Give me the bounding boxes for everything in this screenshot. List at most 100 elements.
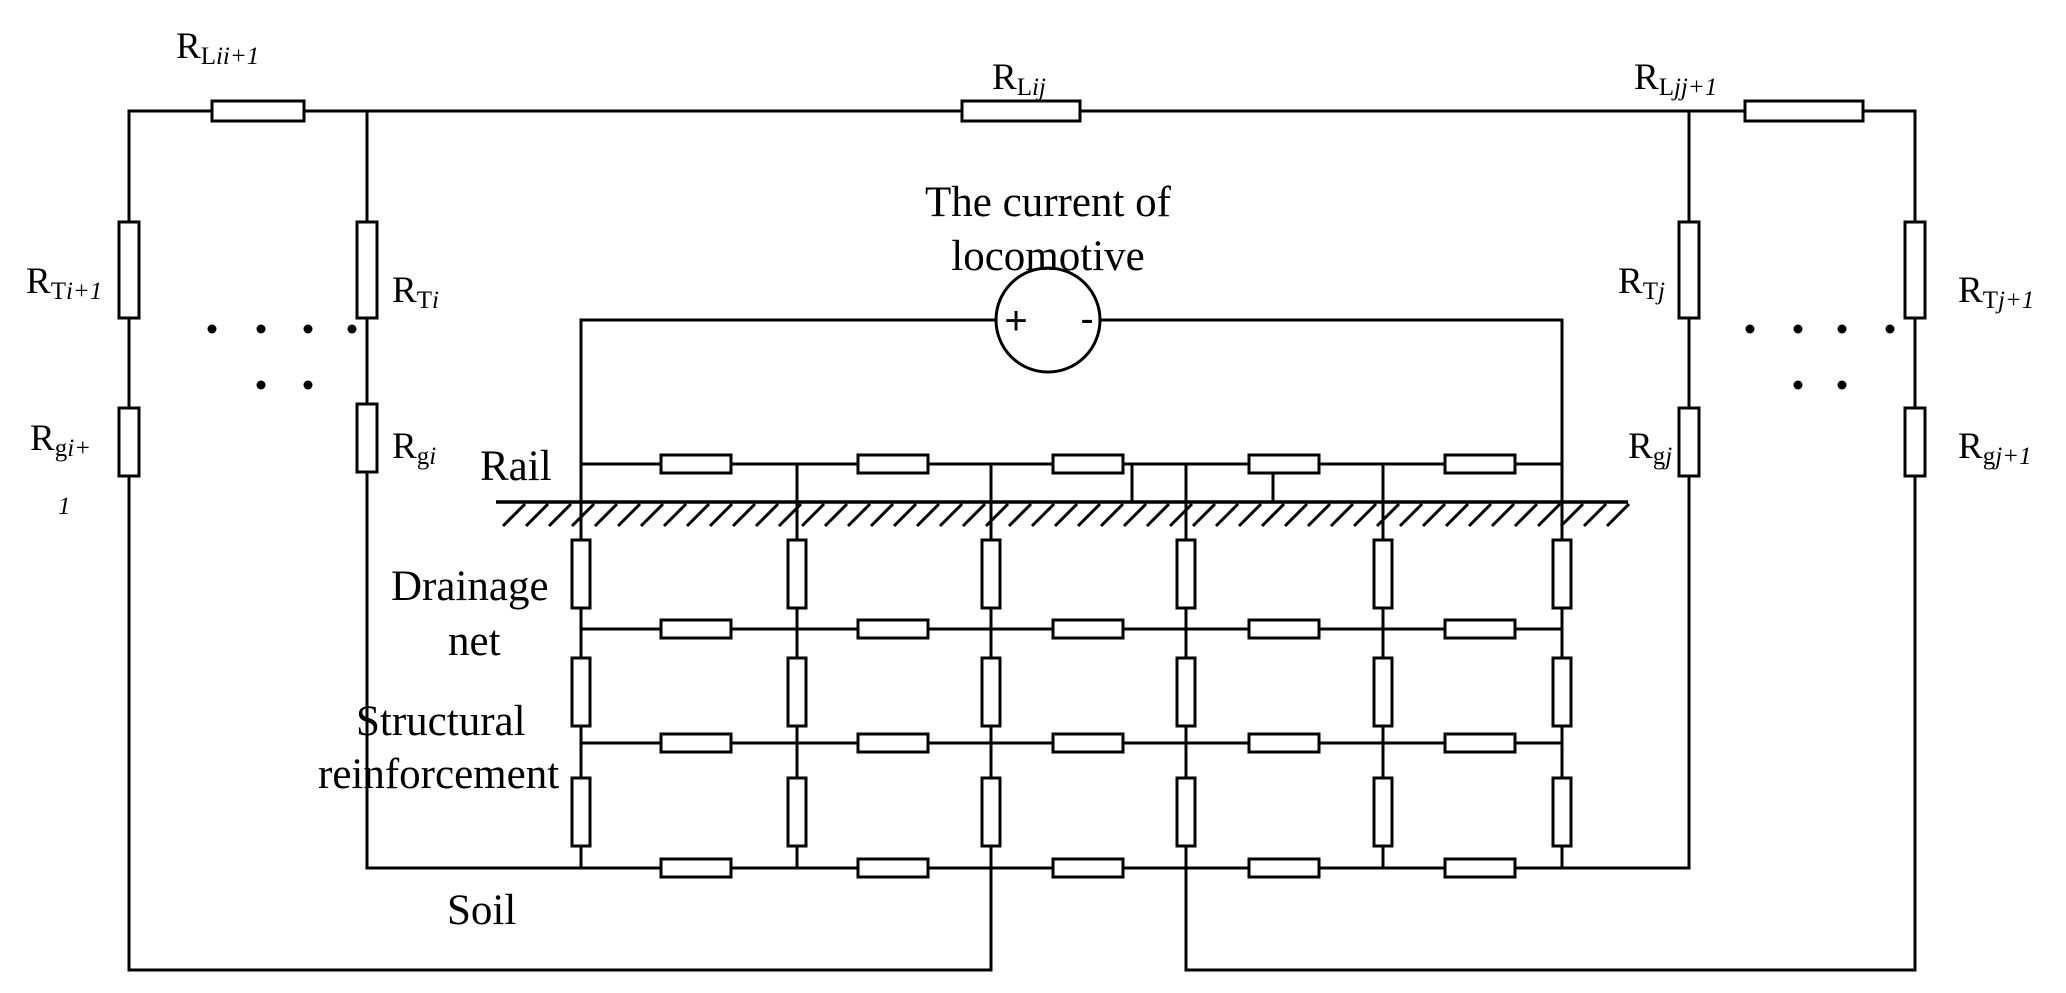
vertical-resistor <box>570 656 592 728</box>
source-label: The current of locomotive <box>925 179 1172 280</box>
label-drainage-line1: Drainage <box>391 563 549 610</box>
vertical-resistor <box>1372 538 1394 610</box>
vertical-resistor <box>1551 656 1573 728</box>
resistor-r-ti <box>355 220 379 320</box>
ground-hatch <box>800 502 826 528</box>
resistor-r-lii1 <box>210 99 306 123</box>
ground-hatch <box>1030 502 1056 528</box>
horizontal-resistor <box>1443 857 1517 879</box>
resistor-r-gi <box>355 402 379 474</box>
ground-hatch <box>570 502 596 528</box>
horizontal-resistor <box>1247 857 1321 879</box>
ground-hatch <box>1007 502 1033 528</box>
ground-hatch <box>708 502 734 528</box>
ground-hatch <box>1513 502 1539 528</box>
ground-hatch <box>961 502 987 528</box>
ground-hatch <box>616 502 642 528</box>
ellipsis-dots-left <box>207 324 357 390</box>
ground-hatch <box>869 502 895 528</box>
horizontal-resistor <box>856 732 930 754</box>
ground-hatch <box>1490 502 1516 528</box>
ground-hatch <box>1099 502 1125 528</box>
label-structural-line1: Structural <box>356 698 526 745</box>
ground-hatch <box>662 502 688 528</box>
ground-hatch <box>593 502 619 528</box>
label-r-gi1-cont: 1 <box>58 493 71 520</box>
ground-hatch <box>731 502 757 528</box>
ground-hatch <box>1122 502 1148 528</box>
ground-line <box>496 500 1631 528</box>
label-r-lij: RLij <box>992 57 1046 101</box>
horizontal-resistor <box>1051 618 1125 640</box>
vertical-resistor <box>1372 776 1394 848</box>
horizontal-resistor <box>1247 732 1321 754</box>
horizontal-resistor <box>856 618 930 640</box>
label-r-ti: RTi <box>392 270 439 314</box>
horizontal-resistor <box>1443 732 1517 754</box>
ground-hatch <box>1536 502 1562 528</box>
label-rail: Rail <box>480 443 552 490</box>
label-r-tj: RTj <box>1618 261 1665 305</box>
horizontal-resistor <box>1247 618 1321 640</box>
resistor-r-gj <box>1677 406 1701 478</box>
horizontal-resistor <box>1051 453 1125 475</box>
horizontal-resistor <box>1443 453 1517 475</box>
ground-hatch <box>915 502 941 528</box>
horizontal-resistor <box>1247 453 1321 475</box>
ground-hatch <box>892 502 918 528</box>
ground-hatch <box>1329 502 1355 528</box>
vertical-resistor <box>1175 656 1197 728</box>
vertical-resistor <box>1175 776 1197 848</box>
vertical-resistor <box>1551 538 1573 610</box>
source-minus-sign: - <box>1080 297 1093 341</box>
vertical-resistor <box>1372 656 1394 728</box>
vertical-resistor <box>786 538 808 610</box>
horizontal-resistor <box>1051 857 1125 879</box>
resistor-r-ljj1 <box>1743 99 1865 123</box>
horizontal-resistor <box>1443 618 1517 640</box>
ground-hatch <box>639 502 665 528</box>
label-r-tj1: RTj+1 <box>1958 270 2034 314</box>
ground-hatch <box>984 502 1010 528</box>
resistor-r-ti1 <box>117 220 141 320</box>
label-r-gi1: Rgi+ <box>30 418 91 462</box>
ground-hatch <box>501 502 527 528</box>
horizontal-resistor <box>659 857 733 879</box>
vertical-resistor <box>786 776 808 848</box>
vertical-resistor <box>570 776 592 848</box>
ellipsis-dots-right <box>1745 324 1895 390</box>
label-r-gj: Rgj <box>1628 426 1672 470</box>
resistor-r-tj1 <box>1903 220 1927 320</box>
ground-hatch <box>1467 502 1493 528</box>
horizontal-resistor <box>1051 732 1125 754</box>
ground-hatch <box>1076 502 1102 528</box>
label-r-ljj1: RLjj+1 <box>1634 57 1717 101</box>
horizontal-resistor <box>659 618 733 640</box>
resistor-r-gi1 <box>117 406 141 478</box>
ground-hatch <box>547 502 573 528</box>
ground-hatch <box>754 502 780 528</box>
vertical-resistor <box>570 538 592 610</box>
ground-hatch <box>1237 502 1263 528</box>
ground-hatch <box>1352 502 1378 528</box>
label-r-gj1: Rgj+1 <box>1958 426 2032 470</box>
resistor-r-gj1 <box>1903 406 1927 478</box>
ground-hatch <box>1145 502 1171 528</box>
ground-hatch <box>1444 502 1470 528</box>
current-source: + - <box>579 266 1564 466</box>
horizontal-resistor <box>659 453 733 475</box>
ground-hatch <box>1605 502 1631 528</box>
label-drainage-line2: net <box>448 618 501 665</box>
ground-hatch <box>1053 502 1079 528</box>
label-structural-line2: reinforcement <box>318 751 559 798</box>
ground-hatch <box>1283 502 1309 528</box>
label-r-lii1: RLii+1 <box>176 26 259 70</box>
horizontal-resistor <box>856 453 930 475</box>
ground-hatch <box>1214 502 1240 528</box>
source-label-line2: locomotive <box>951 233 1144 280</box>
ground-hatch <box>685 502 711 528</box>
ground-hatch <box>846 502 872 528</box>
ground-hatch <box>1260 502 1286 528</box>
resistor-r-tj <box>1677 220 1701 320</box>
